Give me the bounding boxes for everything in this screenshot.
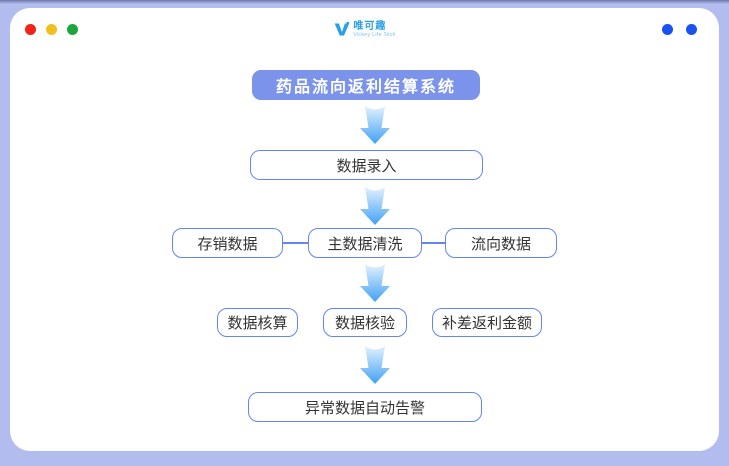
window-blue-dot-button-1[interactable] <box>662 24 673 35</box>
window-blue-dot-button-2[interactable] <box>686 24 697 35</box>
arrow-down-icon <box>360 106 390 144</box>
flow-node-data-accounting: 数据核算 <box>217 308 298 337</box>
connector-right <box>421 242 446 244</box>
flow-node-root: 药品流向返利结算系统 <box>252 70 480 100</box>
backdrop-top-shadow <box>0 0 729 4</box>
flow-node-master-data-cleaning: 主数据清洗 <box>308 228 422 258</box>
arrow-down-icon <box>360 346 390 384</box>
minimize-button[interactable] <box>46 24 57 35</box>
flow-node-data-entry: 数据录入 <box>250 150 483 180</box>
flow-node-rebate-amount: 补差返利金额 <box>432 308 542 337</box>
flow-node-inventory-data: 存销数据 <box>172 228 283 258</box>
logo-brand-text: 唯可趣 <box>353 20 387 32</box>
logo-subtitle-text: Vickey Life Tech <box>353 31 396 38</box>
flow-node-alert: 异常数据自动告警 <box>248 392 482 422</box>
connector-left <box>283 242 309 244</box>
arrow-down-icon <box>360 264 390 302</box>
logo-v-icon <box>334 21 349 36</box>
brand-logo: 唯可趣 Vickey Life Tech <box>333 21 395 38</box>
arrow-down-icon <box>360 187 390 225</box>
flow-node-flow-data: 流向数据 <box>445 228 557 258</box>
maximize-button[interactable] <box>67 24 78 35</box>
window-controls <box>25 24 78 35</box>
close-button[interactable] <box>25 24 36 35</box>
flow-node-data-verification: 数据核验 <box>323 308 407 337</box>
window-right-buttons <box>662 24 697 35</box>
app-window: 唯可趣 Vickey Life Tech 药品流向返利结算系统 数据录入 存销数… <box>10 8 719 451</box>
